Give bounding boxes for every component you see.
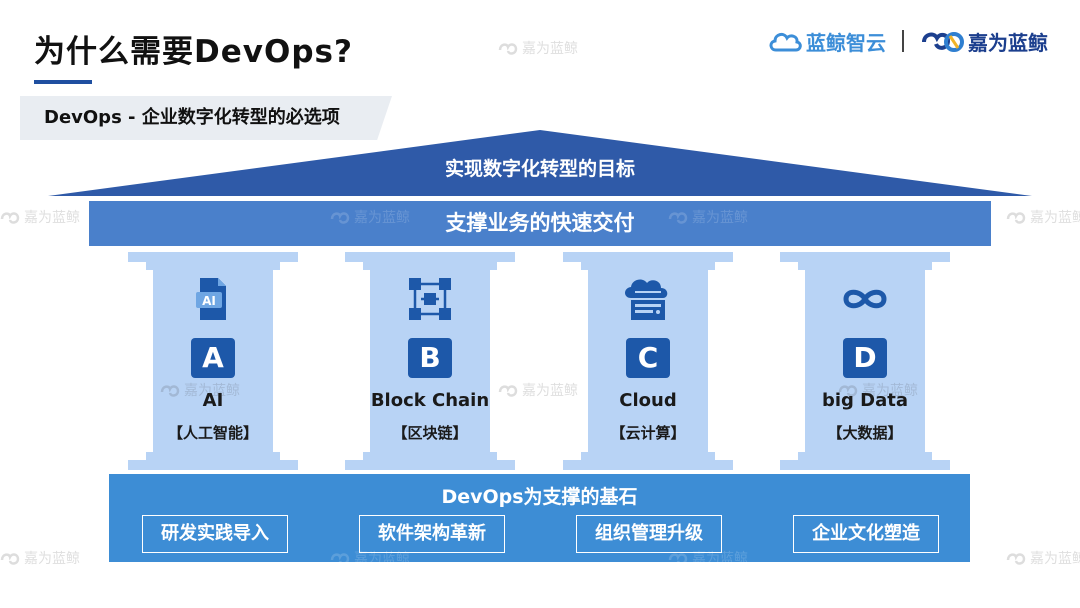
logo-bk-cloud-text: 蓝鲸智云	[806, 30, 886, 55]
cloud-logo-icon	[769, 32, 802, 52]
pillar-ai: AI A AI 【人工智能】	[128, 252, 298, 470]
watermark: 嘉为蓝鲸	[498, 38, 578, 58]
watermark-logo-icon	[498, 43, 518, 55]
pillar-name: AI	[202, 390, 224, 411]
cloud-server-icon	[625, 279, 668, 320]
base-foundation: DevOps为支撑的基石 研发实践导入 软件架构革新 组织管理升级 企业文化塑造	[109, 474, 970, 562]
blockchain-icon	[409, 278, 451, 320]
watermark: 嘉为蓝鲸	[1006, 207, 1080, 227]
logo-bk-cloud: 蓝鲸智云	[768, 24, 886, 58]
watermark-logo-icon	[0, 553, 20, 565]
ai-chip-icon: AI	[196, 278, 226, 320]
pillar-badge: C	[626, 338, 670, 378]
infinity-icon	[843, 289, 887, 309]
pillar-name: Cloud	[619, 390, 677, 411]
title-underline	[34, 80, 92, 84]
subtitle-text: DevOps - 企业数字化转型的必选项	[44, 107, 340, 128]
roof	[48, 130, 1032, 196]
base-item-culture: 企业文化塑造	[793, 515, 939, 553]
watermark: 嘉为蓝鲸	[1006, 548, 1080, 568]
pillar-cn-label: 【大数据】	[827, 424, 903, 442]
pillar-badge: D	[843, 338, 887, 378]
watermark-logo-icon	[0, 212, 20, 224]
watermark: 嘉为蓝鲸	[0, 207, 80, 227]
svg-text:AI: AI	[202, 294, 216, 308]
pillar-bigdata: D big Data 【大数据】	[780, 252, 950, 470]
pillar-name: big Data	[821, 390, 909, 411]
logo-divider	[902, 30, 904, 52]
roof-text: 实现数字化转型的目标	[444, 158, 635, 180]
pillar-cn-label: 【区块链】	[392, 424, 468, 442]
base-item-architecture: 软件架构革新	[359, 515, 505, 553]
pillar-blockchain: B Block Chain 【区块链】	[345, 252, 515, 470]
watermark: 嘉为蓝鲸	[0, 548, 80, 568]
page-title: 为什么需要DevOps?	[34, 34, 353, 70]
watermark-logo-icon	[1006, 212, 1026, 224]
canway-logo-icon	[922, 32, 964, 52]
pillar-badge: B	[408, 338, 452, 378]
subtitle-tag: DevOps - 企业数字化转型的必选项	[20, 96, 392, 140]
base-title: DevOps为支撑的基石	[441, 486, 638, 508]
watermark-logo-icon	[1006, 553, 1026, 565]
pillar-badge: A	[191, 338, 235, 378]
logo-canway: 嘉为蓝鲸	[920, 24, 1048, 58]
base-item-org-management: 组织管理升级	[576, 515, 722, 553]
logo-canway-text: 嘉为蓝鲸	[968, 30, 1048, 55]
base-item-rd-practice: 研发实践导入	[142, 515, 288, 553]
pillar-name: Block Chain	[370, 390, 490, 411]
pillar-cloud: C Cloud 【云计算】	[563, 252, 733, 470]
pillar-cn-label: 【云计算】	[610, 424, 686, 442]
pillar-cn-label: 【人工智能】	[167, 424, 258, 442]
beam: 支撑业务的快速交付	[89, 201, 991, 246]
beam-text: 支撑业务的快速交付	[445, 211, 635, 235]
